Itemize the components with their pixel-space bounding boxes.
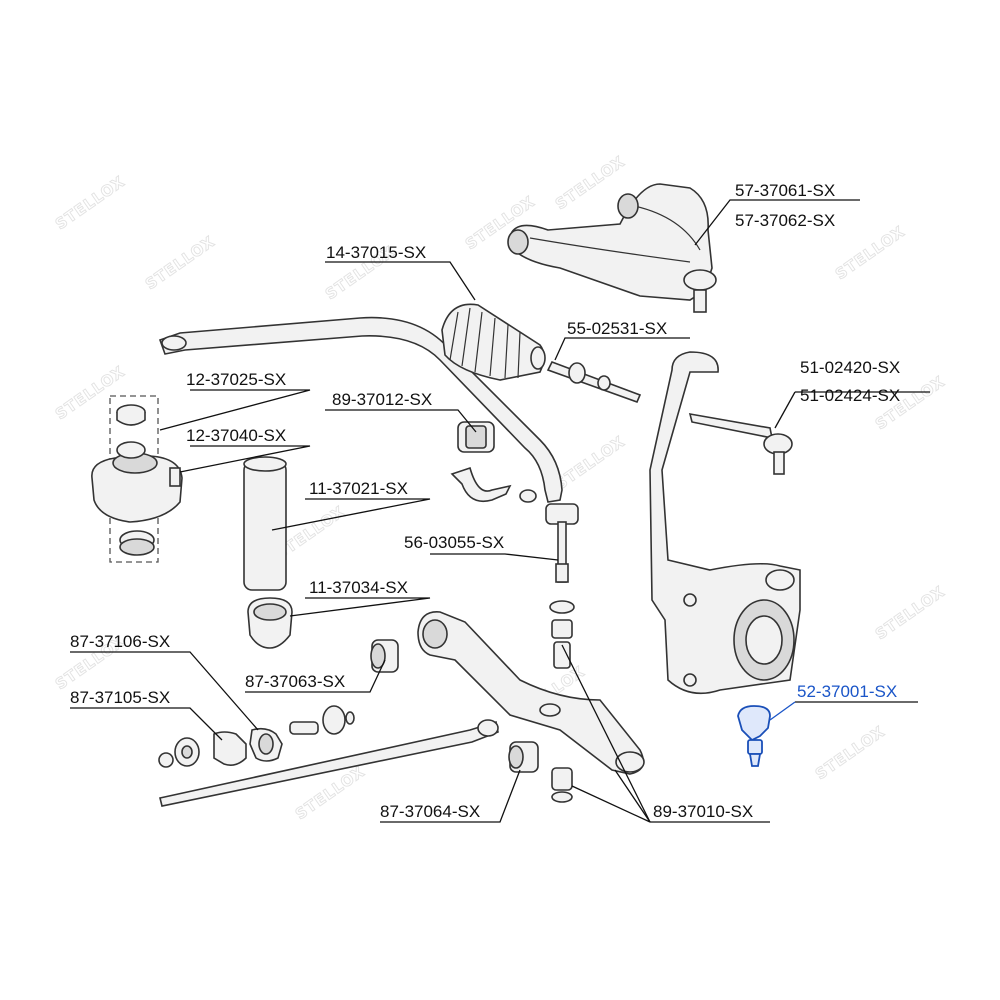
label-12-37040-sx: 12-37040-SX bbox=[186, 426, 286, 445]
radius-rod-bushing-set bbox=[158, 705, 355, 768]
label-87-37105-sx: 87-37105-SX bbox=[70, 688, 170, 707]
label-55-02531-sx: 55-02531-SX bbox=[567, 319, 667, 338]
label-51-02420-sx: 51-02420-SX bbox=[800, 358, 900, 377]
steering-knuckle bbox=[649, 351, 801, 695]
label-12-37025-sx: 12-37025-SX bbox=[186, 370, 286, 389]
tie-rod-end bbox=[688, 412, 793, 475]
lower-arm-bolt-set bbox=[551, 767, 573, 803]
watermark-logo: STELLOX bbox=[812, 722, 888, 783]
label-87-37106-sx: 87-37106-SX bbox=[70, 632, 170, 651]
lower-arm-bushing-front bbox=[370, 639, 399, 673]
label-51-02424-sx: 51-02424-SX bbox=[800, 386, 900, 405]
radius-rod bbox=[159, 719, 499, 807]
label-11-37021-sx: 11-37021-SX bbox=[309, 479, 408, 498]
label-87-37064-sx: 87-37064-SX bbox=[380, 802, 480, 821]
link-bushing-stack bbox=[549, 600, 575, 669]
stabilizer-bushing bbox=[450, 421, 512, 503]
watermark-logo: STELLOX bbox=[872, 582, 948, 643]
label-57-37061-sx: 57-37061-SX bbox=[735, 181, 835, 200]
label-87-37063-sx: 87-37063-SX bbox=[245, 672, 345, 691]
label-89-37012-sx: 89-37012-SX bbox=[332, 390, 432, 409]
stabilizer-link bbox=[519, 489, 579, 583]
watermark-logo: STELLOX bbox=[832, 222, 908, 283]
shock-dust-cover bbox=[243, 456, 287, 591]
leader-lines bbox=[70, 199, 930, 823]
label-57-37062-sx: 57-37062-SX bbox=[735, 211, 835, 230]
steering-rack-boot bbox=[441, 303, 546, 381]
label-56-03055-sx: 56-03055-SX bbox=[404, 533, 504, 552]
watermark-logo: STELLOX bbox=[142, 232, 218, 293]
label-11-37034-sx: 11-37034-SX bbox=[309, 578, 408, 597]
lower-ball-joint bbox=[737, 705, 771, 767]
upper-control-arm bbox=[507, 183, 717, 313]
part-labels: 57-37061-SX 57-37062-SX 14-37015-SX 55-0… bbox=[70, 181, 900, 821]
inner-tie-rod bbox=[546, 360, 642, 404]
lower-arm-bushing-rear bbox=[508, 741, 539, 773]
watermark-logo: STELLOX bbox=[552, 432, 628, 493]
watermark-logo: STELLOX bbox=[552, 152, 628, 213]
label-52-37001-sx[interactable]: 52-37001-SX bbox=[797, 682, 897, 701]
label-89-37010-sx: 89-37010-SX bbox=[653, 802, 753, 821]
strut-mount-assembly bbox=[91, 395, 183, 563]
label-14-37015-sx: 14-37015-SX bbox=[326, 243, 426, 262]
bump-stop bbox=[247, 597, 293, 649]
watermark-logo: STELLOX bbox=[52, 172, 128, 233]
